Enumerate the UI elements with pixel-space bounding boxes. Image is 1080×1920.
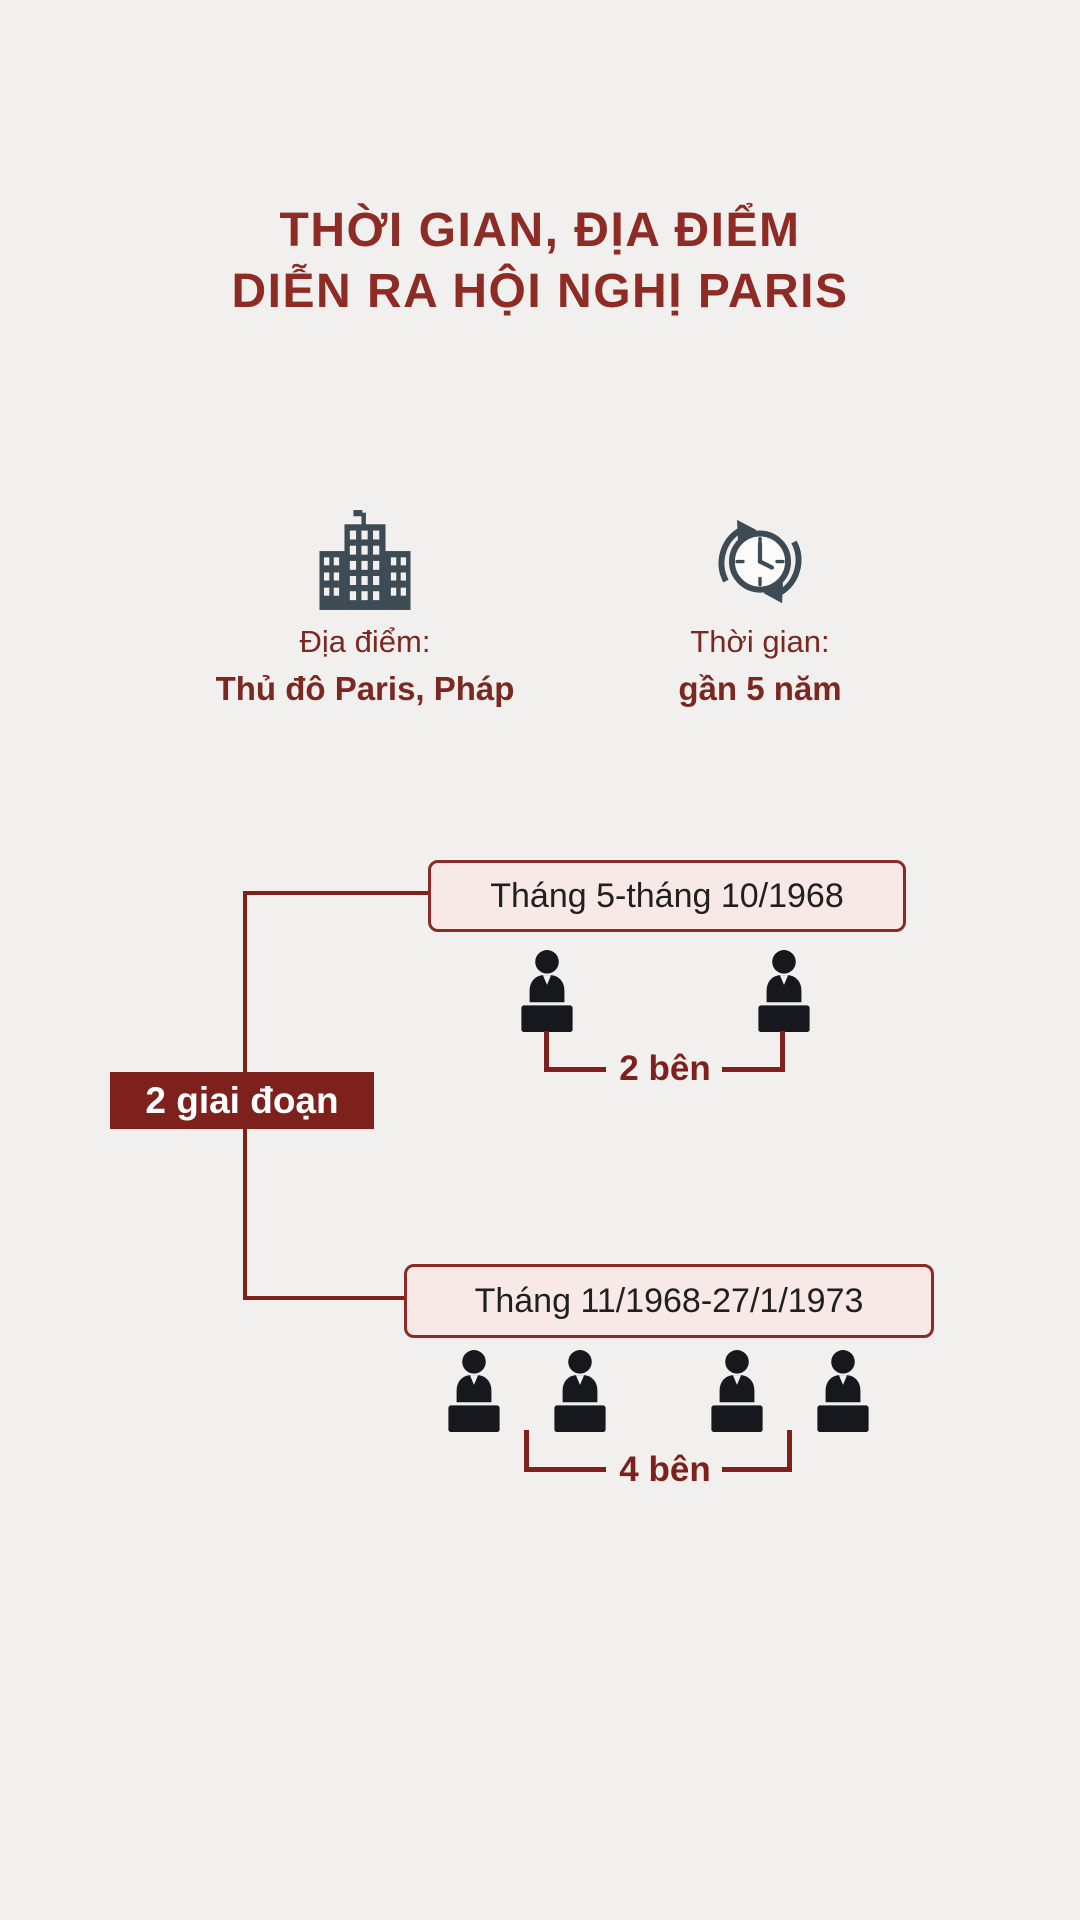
title-line-1: THỜI GIAN, ĐỊA ĐIỂM — [279, 204, 801, 257]
stage1-connector-left-horizontal — [544, 1067, 606, 1072]
stage1-connector-right-horizontal — [722, 1067, 785, 1072]
page-title: THỜI GIAN, ĐỊA ĐIỂM DIỄN RA HỘI NGHỊ PAR… — [0, 200, 1080, 323]
stage2-connector-right-vertical — [787, 1430, 792, 1472]
time-value: gần 5 năm — [678, 670, 842, 707]
stage2-connector-right-horizontal — [722, 1467, 792, 1472]
delegate-icon — [704, 1348, 770, 1432]
stage1-connector-right-vertical — [780, 1031, 785, 1072]
delegate-icon — [751, 948, 817, 1032]
tree-branch-line-stage1 — [243, 891, 430, 895]
location-value: Thủ đô Paris, Pháp — [215, 670, 515, 707]
stage1-period-box: Tháng 5-tháng 10/1968 — [428, 860, 906, 932]
delegate-icon — [514, 948, 580, 1032]
stage1-parties-label: 2 bên — [619, 1049, 711, 1088]
clock-icon — [550, 470, 970, 610]
delegate-icon — [441, 1348, 507, 1432]
time-label: Thời gian: — [690, 624, 830, 659]
stage2-period-box: Tháng 11/1968-27/1/1973 — [404, 1264, 934, 1338]
location-info: Địa điểm: Thủ đô Paris, Pháp — [155, 470, 575, 708]
stage-count-badge: 2 giai đoạn — [110, 1072, 374, 1129]
stage2-parties-label: 4 bên — [619, 1450, 711, 1489]
time-info: Thời gian: gần 5 năm — [550, 470, 970, 708]
location-label: Địa điểm: — [299, 624, 431, 659]
stage1-connector-left-vertical — [544, 1031, 549, 1072]
delegate-icon — [810, 1348, 876, 1432]
delegate-icon — [547, 1348, 613, 1432]
stage2-connector-left-vertical — [524, 1430, 529, 1472]
building-icon — [155, 470, 575, 610]
tree-branch-line-stage2 — [243, 1296, 406, 1300]
stage2-connector-left-horizontal — [524, 1467, 606, 1472]
title-line-2: DIỄN RA HỘI NGHỊ PARIS — [231, 265, 849, 319]
